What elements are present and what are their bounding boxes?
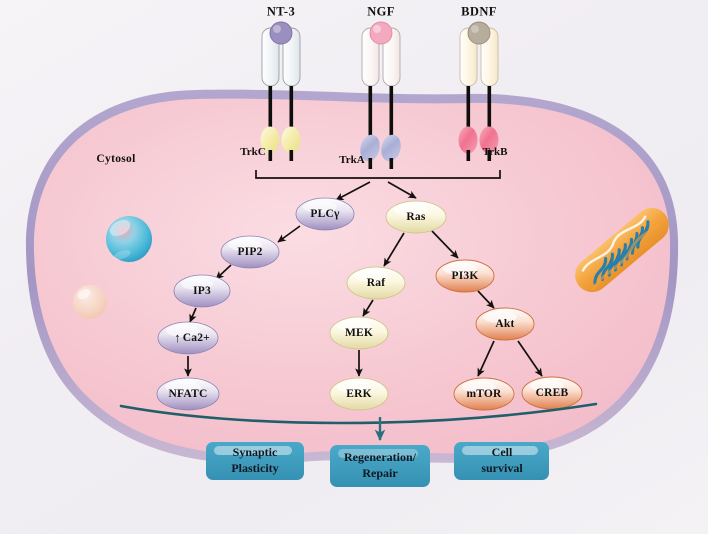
node-raf — [346, 266, 406, 300]
outcome-boxes — [206, 442, 549, 487]
vesicle-peach — [73, 285, 107, 319]
node-mtor — [453, 377, 515, 411]
node-creb — [521, 376, 583, 410]
node-nfatc — [156, 377, 220, 411]
outcome-box-survival — [454, 442, 549, 480]
node-erk — [329, 377, 389, 411]
node-pi3k — [435, 259, 495, 293]
nuclear-membrane-line — [119, 402, 598, 425]
receptor-trkc — [260, 21, 301, 161]
vesicle-blue — [106, 216, 152, 262]
outcome-box-synaptic — [206, 442, 304, 480]
receptor-trkb — [458, 21, 499, 161]
node-mek — [329, 316, 389, 350]
node-akt — [475, 307, 535, 341]
node-pip2 — [220, 235, 280, 269]
ligand-ngf-icon — [369, 21, 393, 45]
node-ras — [385, 200, 447, 234]
mitochondrion-icon — [575, 207, 669, 293]
bracket-arrows — [335, 181, 417, 201]
convergence-bracket — [255, 170, 501, 179]
node-plcg — [295, 197, 355, 231]
ligand-bdnf-icon — [467, 21, 491, 45]
node-ca — [157, 321, 219, 355]
cascade-arrows — [184, 225, 543, 377]
pathway-nodes — [156, 197, 583, 411]
node-ip3 — [173, 274, 231, 308]
ligand-nt3-icon — [269, 21, 293, 45]
outcome-box-regeneration — [330, 445, 430, 487]
receptor-trka — [360, 21, 401, 169]
